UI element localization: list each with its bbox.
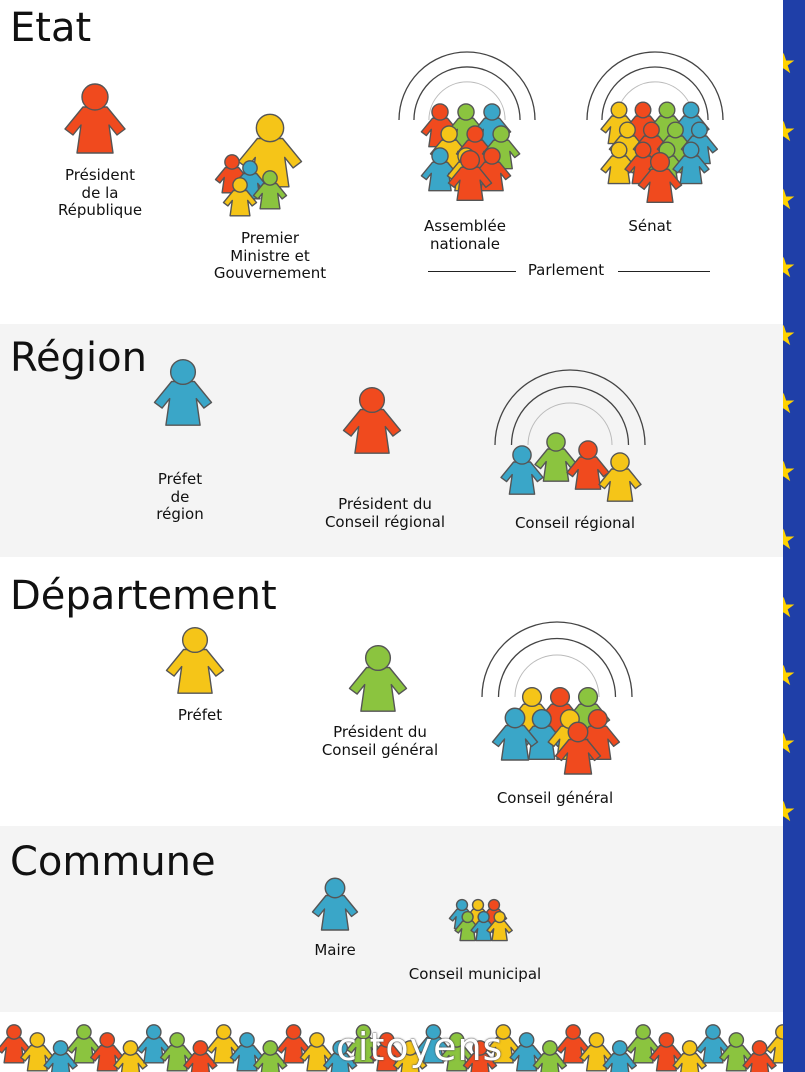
eu-star-icon: ★ (783, 115, 797, 148)
depute-icon (447, 149, 493, 202)
eu-star-icon: ★ (783, 795, 797, 828)
eu-star-icon: ★ (783, 591, 797, 624)
president-conseil-regional-icon (342, 386, 402, 454)
eu-star-icon: ★ (783, 251, 797, 284)
conseil-municipal-label: Conseil municipal (408, 965, 542, 983)
conseiller-icon (534, 432, 578, 482)
region-band (0, 324, 783, 557)
prefet-region-label: Préfet de région (156, 470, 204, 524)
senat-label: Sénat (628, 217, 672, 235)
conseil-general-arc-icon (481, 621, 633, 698)
parlement-line-right (618, 271, 710, 272)
eu-star-icon: ★ (783, 387, 797, 420)
prefet-region-icon (153, 358, 213, 426)
senat-arc-icon (586, 51, 724, 121)
assemblee-label: Assemblée nationale (424, 217, 506, 253)
eu-flag-strip: ★ ★ ★ ★ ★ ★ ★ ★ ★ ★ ★ ★ (783, 0, 805, 1072)
departement-title: Département (10, 573, 277, 619)
president-republique-label: Président de la République (57, 166, 143, 220)
conseil-general-label: Conseil général (496, 789, 614, 807)
citoyen-icon (439, 1032, 474, 1072)
conseil-regional-label: Conseil régional (514, 514, 636, 532)
conseiller-icon (566, 440, 610, 490)
ministre-icon (222, 177, 258, 217)
prefet-label: Préfet (177, 706, 223, 724)
ministre-icon (252, 170, 288, 210)
assemblee-arc-icon (398, 51, 536, 121)
parlement-label: Parlement (527, 261, 605, 279)
maire-label: Maire (314, 941, 356, 959)
conseil-regional-arc-icon (494, 369, 646, 446)
president-conseil-regional-label: Président du Conseil régional (324, 495, 446, 531)
president-republique-icon (64, 83, 126, 154)
figures-layer (0, 51, 801, 1072)
president-conseil-general-icon (348, 644, 408, 712)
senateur-icon (672, 141, 710, 185)
maire-icon (311, 877, 359, 931)
conseiller-icon (491, 707, 539, 761)
citoyen-icon (532, 1040, 568, 1072)
eu-star-icon: ★ (783, 727, 797, 760)
etat-title: Etat (10, 5, 92, 51)
eu-star-icon: ★ (783, 319, 797, 352)
region-title: Région (10, 335, 147, 381)
president-conseil-general-label: Président du Conseil général (321, 723, 439, 759)
prefet-icon (165, 626, 225, 694)
eu-star-icon: ★ (783, 183, 797, 216)
eu-star-icon: ★ (783, 523, 797, 556)
citoyen-icon (323, 1040, 358, 1072)
conseiller-icon (500, 445, 544, 495)
citoyen-icon (602, 1040, 637, 1072)
conseiller-icon (554, 721, 602, 775)
eu-star-icon: ★ (783, 47, 797, 80)
commune-band (0, 826, 783, 1012)
conseiller-icon (598, 452, 642, 502)
gouvernement-label: Premier Ministre et Gouvernement (213, 229, 327, 283)
commune-title: Commune (10, 839, 216, 885)
citoyens-label: citoyens (336, 1025, 504, 1069)
eu-star-icon: ★ (783, 455, 797, 488)
senateur-icon (637, 151, 683, 204)
eu-star-icon: ★ (783, 659, 797, 692)
conseiller-municipal-icon (486, 910, 513, 942)
parlement-line-left (428, 271, 516, 272)
